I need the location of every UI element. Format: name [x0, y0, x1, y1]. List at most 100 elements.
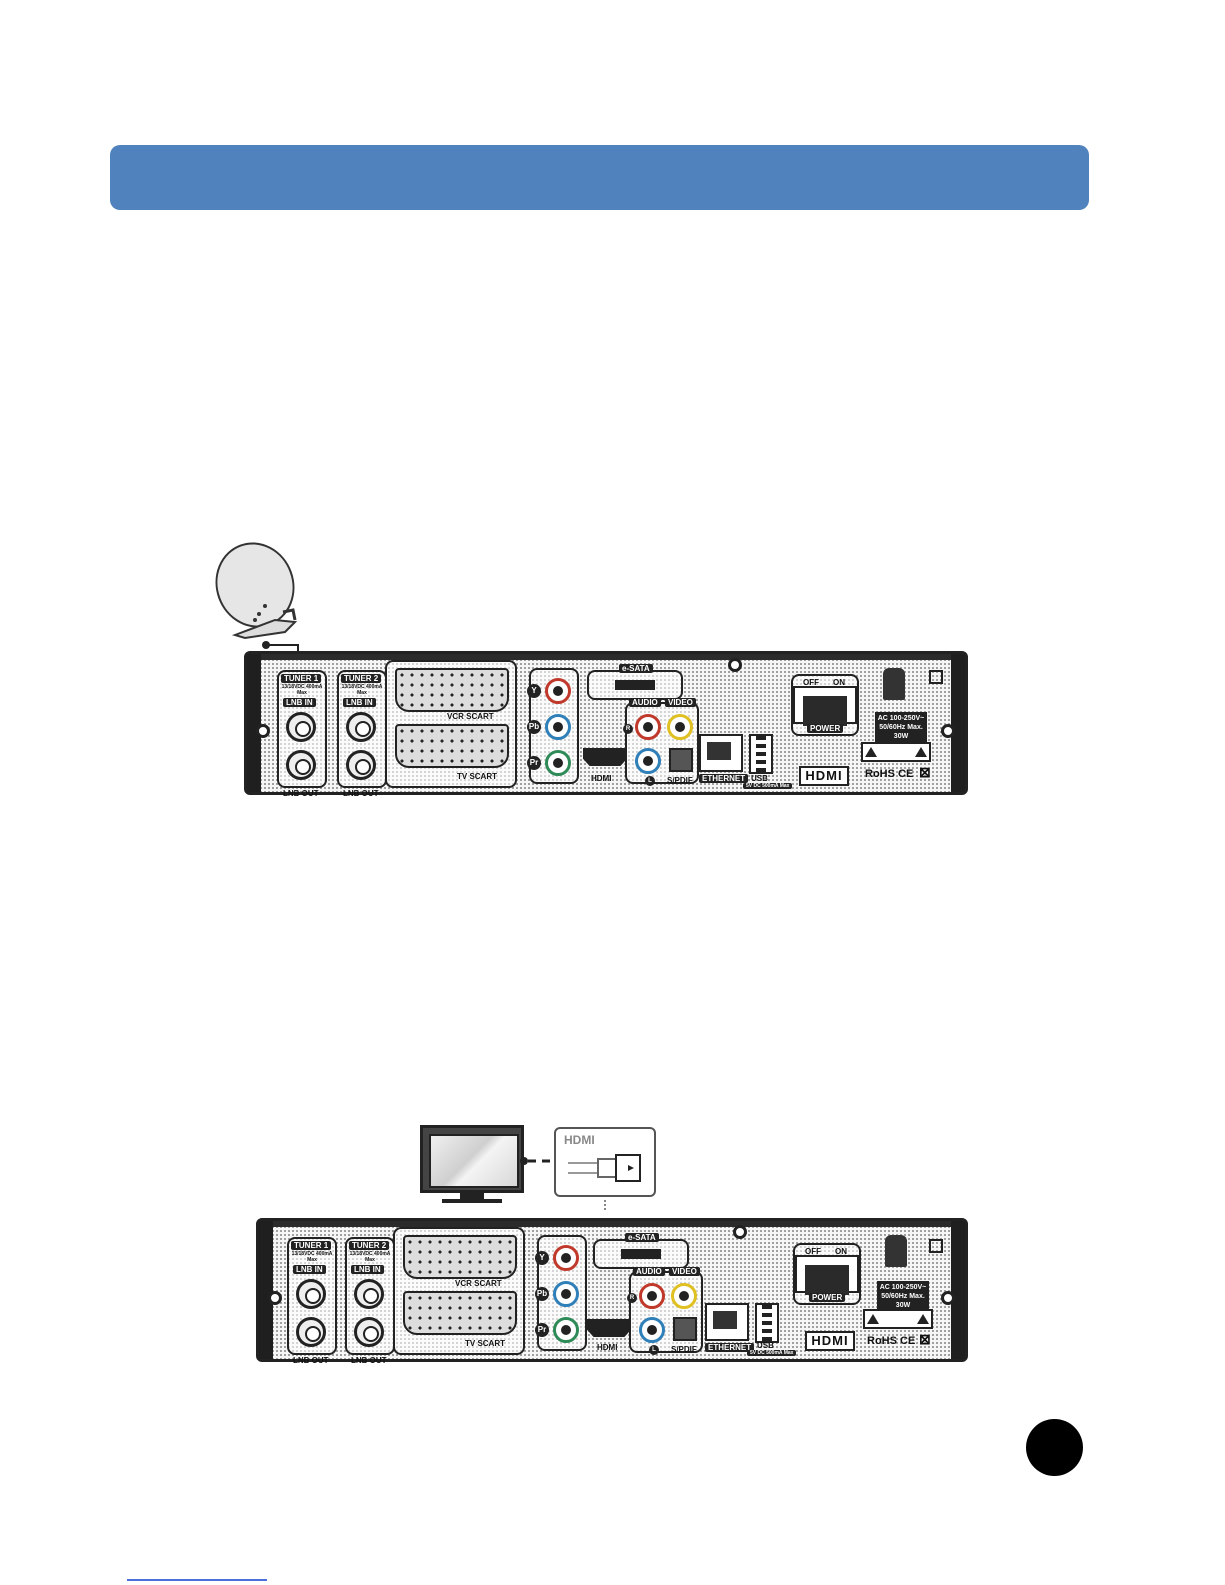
tv-scart-connector[interactable]	[403, 1291, 517, 1335]
scart-group: VCR SCART TV SCART	[385, 660, 517, 788]
component-pr-jack[interactable]	[545, 750, 571, 776]
section-header-bar	[110, 145, 1089, 210]
tuner2-group: TUNER 2 13/18VDC 400mA Max LNB IN LNB OU…	[345, 1237, 395, 1365]
satellite-dish-icon	[215, 542, 298, 640]
panel-top-strip	[259, 1221, 965, 1227]
tuner2-lnb-in-connector[interactable]	[354, 1279, 384, 1309]
tuner2-group: TUNER 2 13/18VDC 400mA Max LNB IN LNB OU…	[337, 670, 387, 798]
ethernet-label: ETHERNET	[705, 1343, 755, 1352]
audio-video-group: AUDIO VIDEO R L S/PDIF	[627, 1267, 703, 1355]
audio-l-jack[interactable]	[635, 748, 661, 774]
spdif-label: S/PDIF	[671, 1345, 697, 1354]
audio-r-label: R	[623, 724, 633, 734]
video-jack[interactable]	[671, 1283, 697, 1309]
warning-icon	[915, 747, 927, 757]
audio-r-jack[interactable]	[639, 1283, 665, 1309]
spdif-port[interactable]	[669, 748, 693, 772]
tv-scart-label: TV SCART	[457, 772, 497, 781]
power-cable-icon	[885, 1235, 907, 1267]
component-pr-label: Pr	[527, 756, 541, 770]
panel-right-cap	[951, 654, 965, 792]
hdmi-plug-icon	[568, 1154, 641, 1182]
usb-label: USB	[751, 774, 768, 783]
panel-right-cap	[951, 1221, 965, 1359]
tuner2-lnb-in-connector[interactable]	[346, 712, 376, 742]
power-switch-group: OFF ON POWER	[793, 1243, 861, 1305]
hdmi-logo: HDMI	[805, 1331, 855, 1351]
component-y-label: Y	[527, 684, 541, 698]
component-video-group: Y Pb Pr	[527, 668, 579, 784]
component-video-group: Y Pb Pr	[535, 1235, 587, 1351]
tuner2-lnb-out-connector[interactable]	[346, 750, 376, 780]
switch-on-label: ON	[835, 1247, 847, 1256]
page-number-badge	[1026, 1419, 1083, 1476]
vcr-scart-connector[interactable]	[403, 1235, 517, 1279]
audio-l-jack[interactable]	[639, 1317, 665, 1343]
component-pr-jack[interactable]	[553, 1317, 579, 1343]
audio-r-jack[interactable]	[635, 714, 661, 740]
hdmi-port[interactable]	[583, 748, 627, 766]
audio-label: AUDIO	[629, 698, 661, 707]
warning-icon	[865, 747, 877, 757]
tuner1-lnb-out-label: LNB OUT	[293, 1356, 329, 1365]
ethernet-port[interactable]	[705, 1303, 749, 1341]
tuner2-title: TUNER 2	[341, 674, 382, 683]
receiver-rear-panel-bottom: TUNER 1 13/18VDC 400mA Max LNB IN LNB OU…	[256, 1218, 968, 1365]
usb-port[interactable]	[749, 734, 773, 774]
hdmi-callout-label: HDMI	[564, 1133, 595, 1147]
tv-scart-connector[interactable]	[395, 724, 509, 768]
video-label: VIDEO	[665, 698, 696, 707]
audio-r-label: R	[627, 1293, 637, 1303]
audio-label: AUDIO	[633, 1267, 665, 1276]
component-pb-jack[interactable]	[553, 1281, 579, 1307]
ethernet-port[interactable]	[699, 734, 743, 772]
hdmi-port[interactable]	[587, 1319, 631, 1337]
vcr-scart-connector[interactable]	[395, 668, 509, 712]
ethernet-label: ETHERNET	[699, 774, 749, 783]
component-pb-label: Pb	[535, 1287, 549, 1301]
panel-screw	[733, 1225, 747, 1239]
component-y-jack[interactable]	[545, 678, 571, 704]
spdif-port[interactable]	[673, 1317, 697, 1341]
power-label: POWER	[807, 724, 844, 733]
certification-marks: RoHS CE	[865, 768, 914, 780]
class2-icon	[929, 1239, 943, 1253]
panel-left-cap	[259, 1221, 273, 1359]
tuner1-lnb-out-connector[interactable]	[296, 1317, 326, 1347]
esata-port[interactable]	[615, 680, 655, 690]
tuner1-group: TUNER 1 13/18VDC 400mA Max LNB IN LNB OU…	[287, 1237, 337, 1365]
power-cable-icon	[883, 668, 905, 700]
component-pb-label: Pb	[527, 720, 541, 734]
video-jack[interactable]	[667, 714, 693, 740]
power-switch-group: OFF ON POWER	[791, 674, 859, 736]
esata-port[interactable]	[621, 1249, 661, 1259]
panel-screw	[728, 658, 742, 672]
tuner1-lnb-in-connector[interactable]	[286, 712, 316, 742]
tuner1-lnb-out-connector[interactable]	[286, 750, 316, 780]
component-y-jack[interactable]	[553, 1245, 579, 1271]
power-switch[interactable]	[793, 686, 857, 726]
caution-label	[863, 1309, 933, 1329]
tv-hdmi-connection-line	[520, 1157, 556, 1165]
usb-spec-label: 5V DC 500mA Max	[747, 1350, 797, 1356]
component-pb-jack[interactable]	[545, 714, 571, 740]
usb-spec-label: 5V DC 500mA Max	[743, 783, 793, 789]
audio-l-label: L	[645, 776, 655, 786]
tuner1-lnb-in-label: LNB IN	[283, 698, 316, 707]
audio-l-label: L	[649, 1345, 659, 1355]
hdmi-logo: HDMI	[799, 766, 849, 786]
video-label: VIDEO	[669, 1267, 700, 1276]
tuner2-lnb-out-connector[interactable]	[354, 1317, 384, 1347]
tuner1-lnb-in-connector[interactable]	[296, 1279, 326, 1309]
caution-label	[861, 742, 931, 762]
tuner2-lnb-out-label: LNB OUT	[343, 789, 379, 798]
receiver-rear-panel-top: TUNER 1 13/18VDC 400mA Max LNB IN LNB OU…	[244, 651, 968, 798]
power-switch[interactable]	[795, 1255, 859, 1295]
tuner1-title: TUNER 1	[291, 1241, 332, 1250]
switch-off-label: OFF	[803, 678, 819, 687]
usb-port[interactable]	[755, 1303, 779, 1343]
panel-left-cap	[247, 654, 261, 792]
hdmi-cable-callout: HDMI	[554, 1127, 656, 1197]
tuner1-title: TUNER 1	[281, 674, 322, 683]
ac-rating-label: AC 100-250V~ 50/60Hz Max. 30W	[875, 712, 927, 743]
